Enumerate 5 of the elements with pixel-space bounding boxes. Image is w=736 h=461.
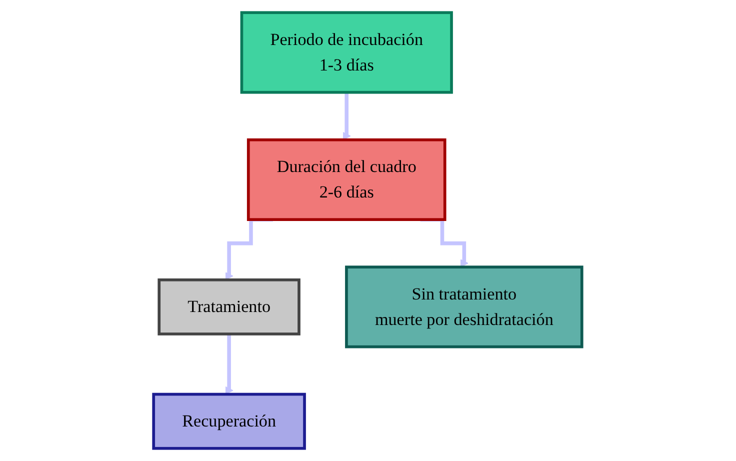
node-box: Sin tratamiento muerte por deshidratación bbox=[345, 266, 584, 348]
node-box: Periodo de incubación 1-3 días bbox=[240, 11, 454, 94]
node-box: Recuperación bbox=[152, 392, 306, 450]
node-box: Tratamiento bbox=[158, 278, 301, 336]
node-box: Duración del cuadro 2-6 días bbox=[247, 138, 447, 221]
